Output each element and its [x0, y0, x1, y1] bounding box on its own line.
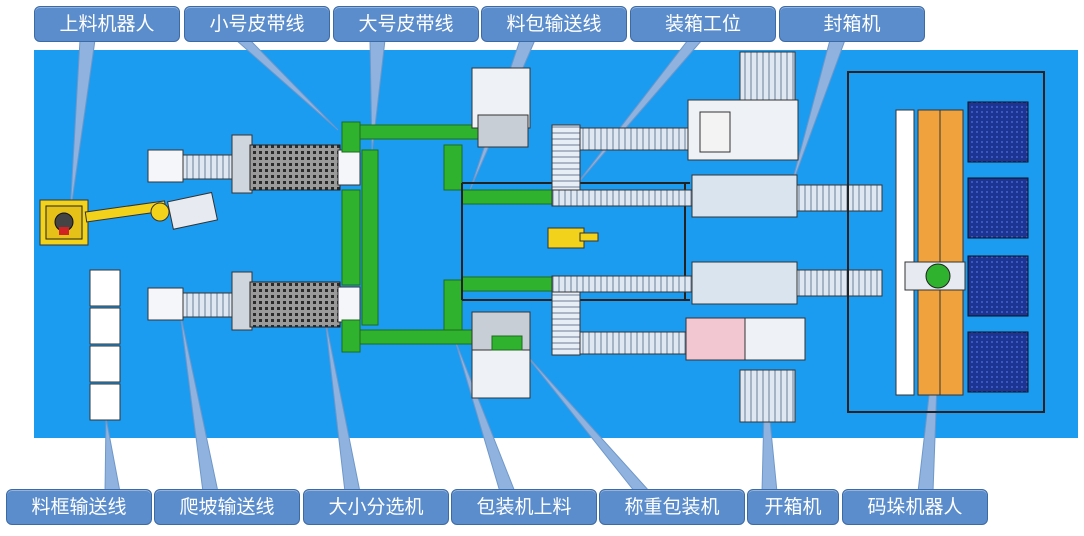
label-packer-feeding: 包装机上料 — [451, 489, 597, 525]
case-machines — [685, 51, 883, 423]
label-incline-conveyor-line: 爬坡输送线 — [154, 489, 300, 525]
label-packing-station: 装箱工位 — [630, 6, 776, 42]
label-crate-conveyor-line: 料框输送线 — [6, 489, 152, 525]
label-case-erector: 开箱机 — [747, 489, 839, 525]
roller-conveyors — [551, 124, 693, 356]
label-large-belt-line: 大号皮带线 — [333, 6, 479, 42]
label-small-belt-line: 小号皮带线 — [184, 6, 330, 42]
label-size-sorter: 大小分选机 — [303, 489, 449, 525]
label-case-sealer: 封箱机 — [779, 6, 925, 42]
weighing-packers — [471, 67, 531, 399]
loading-robot — [39, 191, 219, 246]
size-sorters — [231, 134, 361, 331]
label-bag-conveyor-line: 料包输送线 — [481, 6, 627, 42]
palletizing-area — [847, 71, 1045, 413]
label-palletizing-robot: 码垛机器人 — [842, 489, 988, 525]
label-loading-robot: 上料机器人 — [34, 6, 180, 42]
packing-robot — [547, 227, 599, 249]
incline-conveyors — [147, 149, 234, 321]
label-weighing-packer: 称重包装机 — [599, 489, 745, 525]
crate-conveyor — [89, 269, 121, 421]
